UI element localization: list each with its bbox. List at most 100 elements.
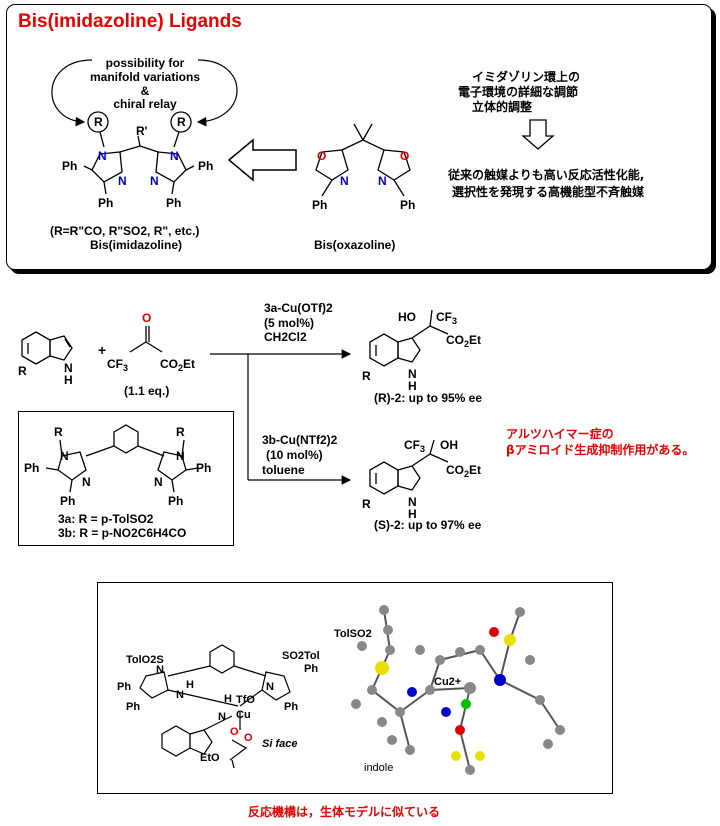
svg-text:CO2Et: CO2Et bbox=[446, 333, 481, 349]
svg-text:Ph: Ph bbox=[168, 494, 183, 508]
svg-text:O: O bbox=[244, 732, 253, 744]
svg-text:Ph: Ph bbox=[60, 494, 75, 508]
upper-condition-1: 3a-Cu(OTf)2 bbox=[264, 301, 333, 315]
bis-imidazoline-structure bbox=[83, 111, 195, 195]
page-title: Bis(imidazoline) Ligands bbox=[18, 11, 242, 32]
svg-text:N: N bbox=[98, 149, 107, 163]
bis-oxazoline-caption: Bis(oxazoline) bbox=[314, 238, 396, 252]
bis-imidazoline-caption: Bis(imidazoline) bbox=[90, 238, 183, 252]
molecular-model-atoms bbox=[351, 605, 565, 775]
svg-text:H: H bbox=[224, 693, 232, 705]
svg-text:Ph: Ph bbox=[198, 159, 213, 173]
jp-line-2: 電子環境の詳細な調節 bbox=[458, 85, 579, 99]
svg-text:Ph: Ph bbox=[117, 681, 131, 693]
upper-condition-2: (5 mol%) bbox=[264, 316, 315, 330]
svg-text:N: N bbox=[150, 174, 159, 188]
si-face-label: Si face bbox=[262, 738, 298, 750]
model-tol-label: TolSO2 bbox=[334, 628, 372, 640]
svg-text:N: N bbox=[82, 475, 91, 489]
annotation-line-1: possibility for bbox=[105, 56, 185, 70]
svg-text:HO: HO bbox=[398, 310, 416, 324]
ligand-overview-panel bbox=[6, 4, 712, 270]
bis-oxazoline-structure bbox=[315, 123, 411, 197]
svg-text:R: R bbox=[54, 425, 63, 439]
svg-text:O: O bbox=[230, 726, 239, 738]
lower-condition-1: 3b-Cu(NTf2)2 bbox=[262, 433, 338, 447]
svg-text:N: N bbox=[176, 449, 185, 463]
svg-text:OH: OH bbox=[440, 438, 458, 452]
svg-text:N: N bbox=[408, 367, 417, 381]
svg-text:Ph: Ph bbox=[284, 701, 298, 713]
substituent-note: (R=R"CO, R"SO2, R", etc.) bbox=[50, 224, 200, 238]
svg-text:Ph: Ph bbox=[196, 461, 211, 475]
lower-condition-3: toluene bbox=[262, 463, 305, 477]
svg-text:Ph: Ph bbox=[304, 663, 318, 675]
plus-sign: + bbox=[98, 342, 107, 358]
svg-text:Ph: Ph bbox=[62, 159, 77, 173]
svg-text:Ph: Ph bbox=[400, 198, 415, 212]
svg-text:CF3: CF3 bbox=[436, 310, 457, 326]
eto-label: EtO bbox=[200, 752, 220, 764]
svg-text:N: N bbox=[60, 449, 69, 463]
svg-text:N: N bbox=[266, 681, 274, 693]
annotation-line-3: & bbox=[140, 84, 150, 98]
curved-arrow-left bbox=[51, 59, 93, 127]
footer-note: 反応機構は，生体モデルに似ている bbox=[248, 805, 441, 819]
mechanism-panel bbox=[97, 582, 613, 794]
jp-line-1: イミダゾリン環上の bbox=[472, 70, 581, 84]
svg-text:R: R bbox=[18, 364, 27, 378]
jp-line-4: 従来の触媒よりも高い反応活性化能, bbox=[448, 168, 645, 182]
trifluoropyruvate-reactant bbox=[129, 326, 163, 353]
svg-text:N: N bbox=[176, 689, 184, 701]
cu-label: Cu2+ bbox=[434, 676, 462, 688]
svg-text:H: H bbox=[408, 379, 417, 393]
catalyst-3b-label: 3b: R = p-NO2C6H4CO bbox=[58, 526, 187, 540]
reaction-arrows bbox=[210, 349, 352, 485]
svg-text:H: H bbox=[186, 679, 194, 691]
lower-product-label: (S)-2: up to 97% ee bbox=[374, 518, 482, 532]
svg-text:N: N bbox=[170, 149, 179, 163]
svg-text:N: N bbox=[154, 475, 163, 489]
svg-text:O: O bbox=[317, 149, 326, 163]
jp-note-1: アルツハイマー症の bbox=[506, 427, 614, 441]
svg-text:N: N bbox=[218, 711, 226, 723]
tfo-label: TfO bbox=[236, 694, 255, 706]
svg-text:Ph: Ph bbox=[166, 196, 181, 210]
catalyst-3a-label: 3a: R = p-TolSO2 bbox=[58, 512, 154, 526]
jp-note-2: βアミロイド生成抑制作用がある。 bbox=[506, 443, 695, 457]
catalyst-panel bbox=[18, 411, 234, 546]
curved-arrow-right bbox=[196, 59, 238, 127]
upper-product-label: (R)-2: up to 95% ee bbox=[374, 391, 483, 405]
svg-text:CF3: CF3 bbox=[404, 438, 425, 454]
jp-line-5: 選択性を発現する高機能型不斉触媒 bbox=[452, 185, 645, 199]
svg-text:N: N bbox=[118, 174, 127, 188]
svg-text:Ph: Ph bbox=[126, 701, 140, 713]
tol-right-label: SO2Tol bbox=[282, 650, 320, 662]
svg-text:N: N bbox=[64, 361, 73, 375]
svg-text:R': R' bbox=[136, 124, 148, 138]
svg-text:Ph: Ph bbox=[24, 461, 39, 475]
svg-text:N: N bbox=[156, 664, 164, 676]
svg-text:N: N bbox=[340, 174, 349, 188]
svg-text:CF3: CF3 bbox=[107, 357, 128, 373]
svg-text:Ph: Ph bbox=[98, 196, 113, 210]
svg-text:CO2Et: CO2Et bbox=[446, 463, 481, 479]
svg-text:H: H bbox=[408, 507, 417, 521]
product-r bbox=[369, 309, 449, 367]
svg-text:Cu: Cu bbox=[236, 709, 251, 721]
lower-condition-2: (10 mol%) bbox=[266, 448, 323, 462]
r-group-right: R bbox=[177, 115, 186, 129]
catalyst-structure bbox=[45, 424, 199, 493]
svg-text:Ph: Ph bbox=[312, 198, 327, 212]
equiv-label: (1.1 eq.) bbox=[124, 384, 170, 398]
svg-text:N: N bbox=[408, 495, 417, 509]
annotation-line-2: manifold variations bbox=[89, 70, 201, 84]
product-s bbox=[369, 439, 449, 495]
mechanism-2d-structure bbox=[139, 644, 291, 769]
r-group-left: R bbox=[94, 115, 103, 129]
svg-text:R: R bbox=[362, 369, 371, 383]
annotation-line-4: chiral relay bbox=[113, 97, 177, 111]
hollow-arrow-down bbox=[521, 119, 555, 150]
indole-reactant bbox=[21, 331, 73, 365]
